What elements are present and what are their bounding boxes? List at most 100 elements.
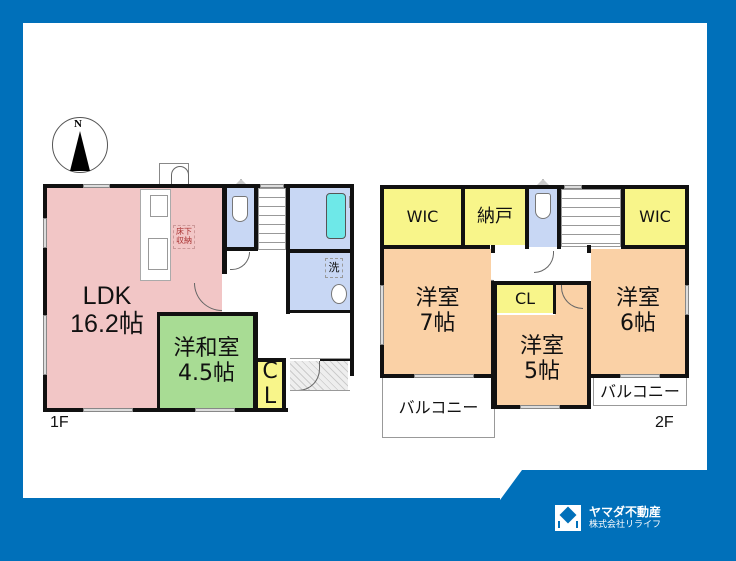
- bathtub-icon: [326, 193, 346, 239]
- wall: [43, 184, 47, 412]
- canvas-bottom: [23, 470, 523, 498]
- wall: [491, 281, 591, 285]
- logo-mark-icon: [555, 505, 581, 531]
- wall: [491, 245, 495, 253]
- brand-band-slant: [500, 470, 522, 500]
- room-closet-2f: CL: [497, 285, 553, 313]
- sink-icon: [148, 238, 168, 270]
- window: [564, 185, 582, 189]
- balcony-left: バルコニー: [382, 378, 495, 438]
- compass-arrow-icon: [70, 131, 90, 171]
- underfloor-storage-line1: 床下: [176, 227, 192, 237]
- entry-door-swing: [171, 166, 189, 187]
- floor-1-label: 1F: [50, 414, 69, 431]
- washroom-name: 洗: [328, 260, 340, 274]
- underfloor-storage-line2: 収納: [176, 236, 192, 245]
- balcony-right-name: バルコニー: [600, 381, 680, 401]
- wall: [461, 185, 465, 245]
- wall: [685, 185, 689, 378]
- wall: [621, 185, 625, 245]
- wall: [525, 185, 529, 249]
- window: [43, 315, 47, 375]
- wall: [286, 310, 354, 313]
- ldk-label: LDK 16.2帖: [57, 275, 157, 345]
- balcony-right: バルコニー: [593, 378, 687, 406]
- wall: [320, 358, 354, 361]
- wall: [380, 185, 384, 378]
- window: [685, 285, 689, 315]
- storage-name: 納戸: [477, 205, 513, 227]
- wall: [350, 184, 354, 376]
- wall: [222, 184, 227, 274]
- wall: [253, 358, 285, 362]
- window: [414, 374, 474, 378]
- compass-icon: N: [52, 117, 108, 173]
- wall: [254, 184, 258, 250]
- wall: [557, 185, 561, 249]
- japanese-western-size: 4.5帖: [178, 361, 235, 386]
- wall-thin: [290, 390, 350, 391]
- room-wic-left: WIC: [384, 189, 461, 245]
- wall-thin: [290, 358, 350, 359]
- room7-name: 洋室: [415, 285, 460, 311]
- window: [43, 218, 47, 248]
- stairs-2f: [561, 189, 621, 247]
- window: [380, 285, 384, 345]
- wall: [587, 245, 591, 253]
- room-western-5: 洋室 5帖: [497, 315, 587, 405]
- toilet-1f-icon: [232, 196, 248, 222]
- room-storage: 納戸: [465, 189, 525, 245]
- wall: [157, 312, 160, 410]
- window: [260, 184, 284, 188]
- floor-2-label: 2F: [655, 414, 674, 431]
- wall: [43, 408, 288, 412]
- room-western-6: 洋室 6帖: [591, 249, 685, 374]
- closet-2f-name: CL: [514, 289, 536, 309]
- room-western-7: 洋室 7帖: [384, 249, 491, 374]
- room-japanese-western: [160, 316, 253, 409]
- wall: [286, 184, 290, 314]
- toilet-2f-icon: [535, 193, 551, 219]
- wall: [380, 245, 490, 249]
- wic-left-name: WIC: [406, 207, 439, 227]
- room6-size: 6帖: [620, 310, 656, 336]
- window: [83, 184, 110, 188]
- ldk-name: LDK: [82, 282, 132, 310]
- room6-name: 洋室: [615, 285, 660, 311]
- wall: [553, 281, 556, 314]
- stove-icon: [150, 195, 168, 217]
- company-subsidiary: 株式会社リライフ: [589, 519, 662, 530]
- closet-1f-c: C: [262, 359, 278, 385]
- wall: [587, 281, 591, 408]
- company-name: ヤマダ不動産: [589, 504, 662, 519]
- wall: [621, 245, 689, 249]
- wall: [222, 247, 258, 251]
- washbasin-icon: [331, 284, 347, 304]
- brand-band: [500, 470, 736, 500]
- closet-1f-l: L: [263, 384, 277, 409]
- room5-size: 5帖: [524, 359, 560, 384]
- wall: [491, 281, 497, 408]
- ldk-size: 16.2帖: [70, 310, 144, 338]
- window: [195, 408, 235, 412]
- balcony-left-name: バルコニー: [398, 397, 479, 417]
- window: [520, 405, 560, 409]
- window: [83, 408, 133, 412]
- compass-north-label: N: [74, 118, 82, 130]
- window: [620, 374, 660, 378]
- wall: [43, 184, 223, 188]
- japanese-western-label: 洋和室 4.5帖: [160, 330, 253, 394]
- room-wic-right: WIC: [625, 189, 685, 245]
- room7-size: 7帖: [419, 310, 456, 336]
- washroom-label: 洗: [325, 258, 343, 278]
- underfloor-storage-label: 床下 収納: [173, 225, 195, 249]
- room-closet-1f: C L: [258, 359, 282, 409]
- wall: [157, 312, 258, 316]
- wall: [290, 249, 350, 253]
- room5-name: 洋室: [519, 334, 564, 360]
- wall: [380, 185, 689, 189]
- stairs-1f: [258, 188, 286, 250]
- japanese-western-name: 洋和室: [173, 336, 240, 362]
- wic-right-name: WIC: [639, 207, 671, 227]
- company-logo: ヤマダ不動産 株式会社リライフ: [555, 505, 661, 531]
